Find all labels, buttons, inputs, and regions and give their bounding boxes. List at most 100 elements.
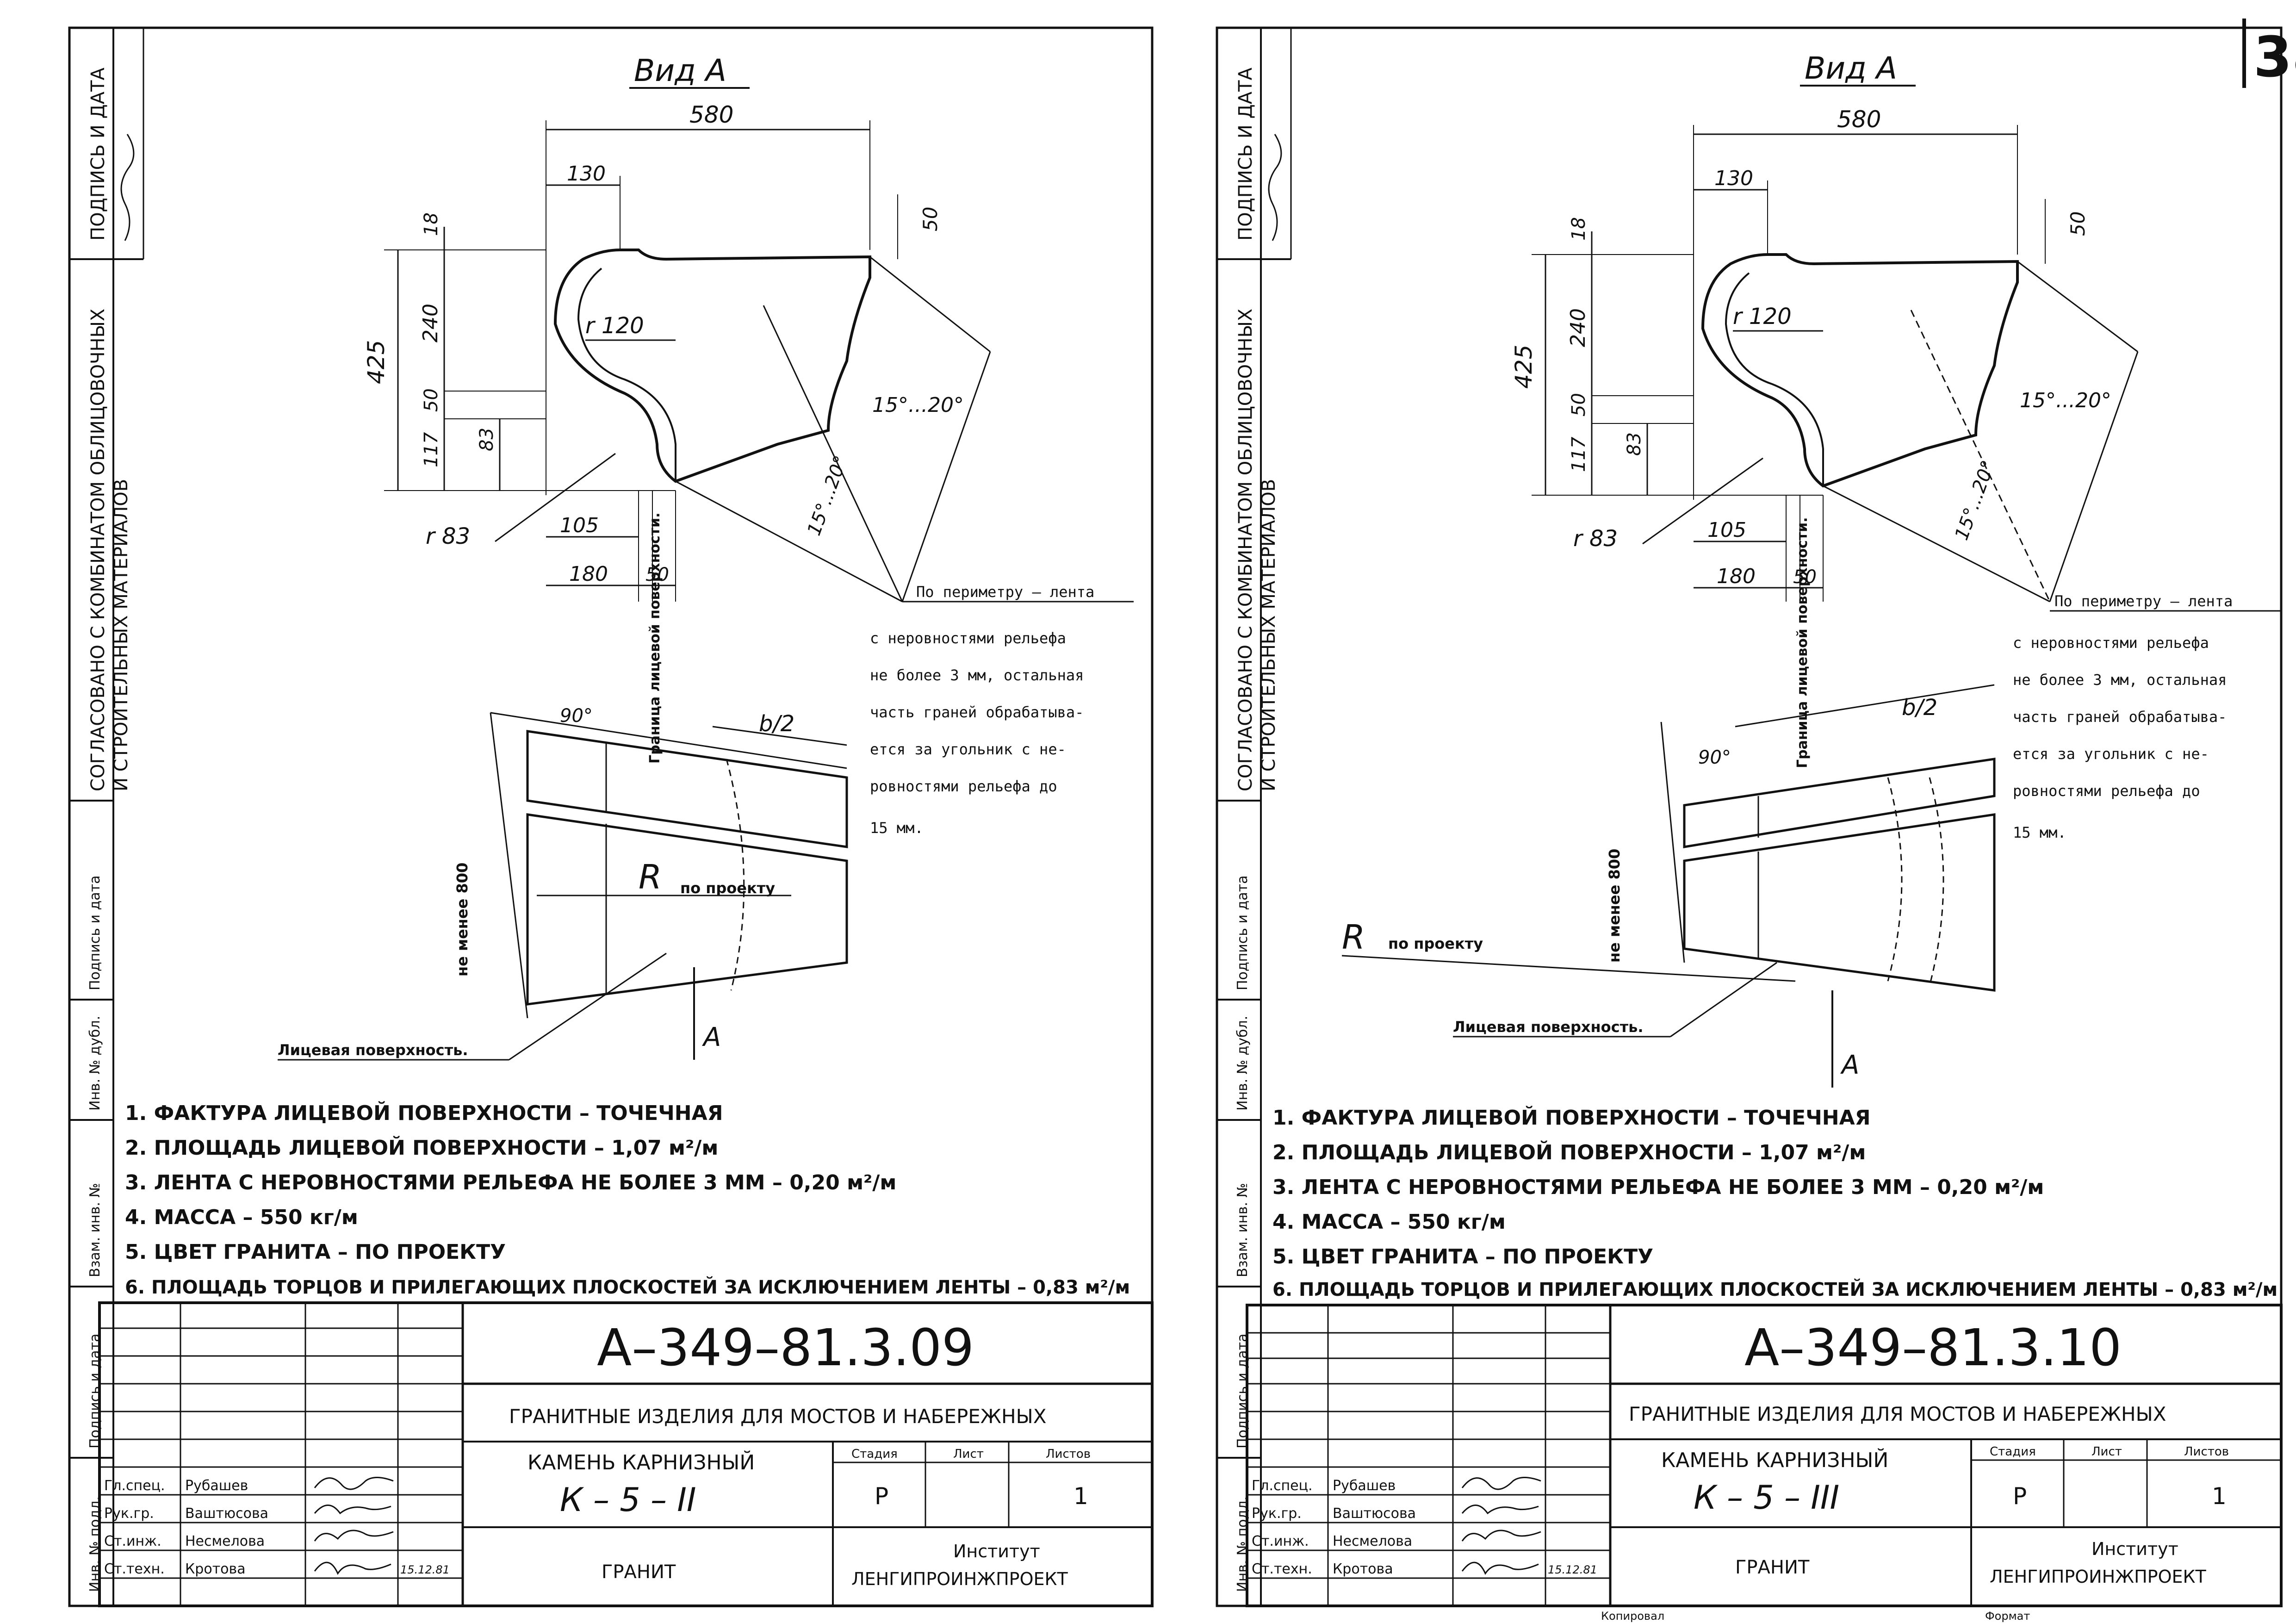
series-title: ГРАНИТНЫЕ ИЗДЕЛИЯ ДЛЯ МОСТОВ И НАБЕРЕЖНЫ… — [509, 1405, 1046, 1428]
radius-note: по проекту — [680, 879, 775, 897]
dim-425: 425 — [363, 340, 390, 384]
sheet-number: 38 — [2253, 25, 2296, 90]
sheet-header: Лист — [2091, 1445, 2122, 1459]
dim-50-bottom: 50 — [645, 564, 669, 585]
sheets-value: 1 — [2212, 1483, 2227, 1510]
perimeter-note-line-3: не более 3 мм, остальная — [870, 666, 1084, 684]
sign-date: 15.12.81 — [1548, 1563, 1597, 1576]
dim-105: 105 — [1707, 518, 1746, 542]
perimeter-note-line-7: 15 мм. — [870, 819, 924, 837]
stamp-sign-date-small: Подпись и дата — [1235, 876, 1251, 991]
note-6: 6. ПЛОЩАДЬ ТОРЦОВ И ПРИЛЕГАЮЩИХ ПЛОСКОСТ… — [125, 1276, 1130, 1298]
stamp-agreed: СОГЛАСОВАНО С КОМБИНАТОМ ОБЛИЦОВОЧНЫХ — [87, 309, 109, 791]
dim-r120: r 120 — [585, 313, 644, 339]
stone-profile-outline — [1701, 253, 2019, 488]
role-4: Ст.техн. — [1252, 1561, 1312, 1577]
note-1: 1. ФАКТУРА ЛИЦЕВОЙ ПОВЕРХНОСТИ – ТОЧЕЧНА… — [1272, 1105, 1871, 1130]
sign-date: 15.12.81 — [400, 1563, 450, 1576]
perimeter-note: По периметру – лента с неровностями рель… — [2013, 592, 2281, 841]
note-2: 2. ПЛОЩАДЬ ЛИЦЕВОЙ ПОВЕРХНОСТИ – 1,07 м²… — [125, 1135, 718, 1160]
perimeter-note-line-2: с неровностями рельефа — [2013, 634, 2209, 652]
perimeter-note-line-1: По периметру – лента — [2054, 592, 2233, 610]
dim-50-bottom: 50 — [1793, 566, 1817, 588]
dim-117: 117 — [1568, 436, 1589, 472]
radius-label: R — [639, 858, 662, 896]
perimeter-note-line-5: ется за угольник с не- — [870, 740, 1066, 758]
angle-15-20-a: 15°...20° — [2020, 389, 2111, 412]
role-3: Ст.инж. — [1252, 1533, 1309, 1549]
item-mark: К – 5 – II — [560, 1481, 696, 1519]
dim-50-top: 50 — [919, 207, 942, 231]
note-3: 3. ЛЕНТА С НЕРОВНОСТЯМИ РЕЛЬЕФА НЕ БОЛЕЕ… — [1272, 1175, 2044, 1199]
item-name: КАМЕНЬ КАРНИЗНЫЙ — [1661, 1448, 1888, 1472]
angle-90: 90° — [560, 705, 593, 727]
face-surface-label: Лицевая поверхность. — [278, 1041, 468, 1059]
dim-580: 580 — [1837, 106, 1881, 133]
dim-83: 83 — [476, 428, 497, 451]
dim-580: 580 — [689, 101, 733, 128]
dim-105: 105 — [560, 514, 599, 537]
stamp-vzam-inv: Взам. инв. № — [1235, 1183, 1251, 1277]
dim-not-less-800: не менее 800 — [1606, 849, 1623, 963]
plan-view: 90° b/2 не менее 800 R по проекту A Лице… — [278, 705, 848, 1061]
name-4: Кротова — [185, 1561, 246, 1577]
name-3: Несмелова — [1333, 1533, 1412, 1549]
stamp-inv-dubl: Инв. № дубл. — [1235, 1016, 1251, 1111]
angle-90: 90° — [1698, 747, 1731, 768]
dim-50: 50 — [421, 388, 442, 412]
radius-label: R — [1342, 918, 1365, 957]
name-1: Рубашев — [185, 1478, 248, 1494]
angle-15-20-a: 15°...20° — [872, 393, 964, 417]
note-6: 6. ПЛОЩАДЬ ТОРЦОВ И ПРИЛЕГАЮЩИХ ПЛОСКОСТ… — [1272, 1278, 2277, 1300]
plan-lower-block — [1683, 813, 1996, 992]
perimeter-note-line-7: 15 мм. — [2013, 824, 2066, 841]
note-4: 4. МАССА – 550 кг/м — [125, 1206, 358, 1229]
name-4: Кротова — [1333, 1561, 1393, 1577]
dim-b-half: b/2 — [1902, 695, 1937, 721]
dim-r83: r 83 — [426, 523, 470, 549]
view-arrow-a: A — [1840, 1050, 1859, 1080]
side-stamp: ПОДПИСЬ И ДАТА СОГЛАСОВАНО С КОМБИНАТОМ … — [1217, 28, 1292, 1606]
view-arrow-a: A — [702, 1022, 721, 1052]
dim-18: 18 — [421, 212, 442, 236]
dim-240: 240 — [1566, 308, 1590, 347]
role-3: Ст.инж. — [104, 1533, 161, 1549]
radius-note: по проекту — [1388, 935, 1483, 952]
perimeter-note: По периметру – лента с неровностями рель… — [870, 583, 1134, 837]
profile-section: Вид А 580 130 50 r 120 425 18 240 — [1510, 50, 2139, 603]
material: ГРАНИТ — [1735, 1557, 1810, 1578]
dim-50: 50 — [1568, 393, 1589, 417]
drawing-sheet-k5-iii: ПОДПИСЬ И ДАТА СОГЛАСОВАНО С КОМБИНАТОМ … — [1216, 26, 2283, 1607]
stamp-sign-date: ПОДПИСЬ И ДАТА — [87, 67, 109, 241]
title-block: Гл.спец. Рук.гр. Ст.инж. Ст.техн. Рубаше… — [98, 1301, 1154, 1607]
name-1: Рубашев — [1333, 1478, 1396, 1494]
institute-line-1: Институт — [2091, 1539, 2178, 1559]
angle-15-20-b: 15°...20° — [1951, 458, 1999, 543]
dim-not-less-800: не менее 800 — [453, 863, 471, 976]
dim-18: 18 — [1568, 217, 1589, 241]
drawing-code: А–349–81.3.10 — [1744, 1318, 2122, 1377]
note-5: 5. ЦВЕТ ГРАНИТА – ПО ПРОЕКТУ — [1272, 1245, 1653, 1269]
copied-label: Копировал — [1601, 1610, 1664, 1623]
perimeter-note-line-4: часть граней обрабатыва- — [2013, 708, 2227, 726]
perimeter-note-line-2: с неровностями рельефа — [870, 629, 1066, 647]
dim-130: 130 — [1714, 167, 1753, 190]
note-1: 1. ФАКТУРА ЛИЦЕВОЙ ПОВЕРХНОСТИ – ТОЧЕЧНА… — [125, 1101, 723, 1125]
drawing-code: А–349–81.3.09 — [597, 1318, 974, 1377]
stone-profile-outline — [553, 249, 871, 483]
perimeter-note-line-6: ровностями рельефа до — [870, 777, 1057, 795]
dim-240: 240 — [419, 304, 442, 342]
name-3: Несмелова — [185, 1533, 265, 1549]
dim-180: 180 — [569, 562, 608, 586]
item-name: КАМЕНЬ КАРНИЗНЫЙ — [527, 1450, 755, 1474]
stamp-sign-date: ПОДПИСЬ И ДАТА — [1235, 67, 1256, 241]
role-2: Рук.гр. — [104, 1505, 154, 1522]
sheets-header: Листов — [1046, 1447, 1091, 1461]
institute-line-2: ЛЕНГИПРОИНЖПРОЕКТ — [1990, 1567, 2206, 1587]
dim-50-top: 50 — [2066, 211, 2089, 236]
dim-117: 117 — [421, 432, 442, 467]
role-2: Рук.гр. — [1252, 1505, 1302, 1522]
general-notes: 1. ФАКТУРА ЛИЦЕВОЙ ПОВЕРХНОСТИ – ТОЧЕЧНА… — [1272, 1105, 2277, 1300]
sheets-value: 1 — [1074, 1483, 1088, 1510]
